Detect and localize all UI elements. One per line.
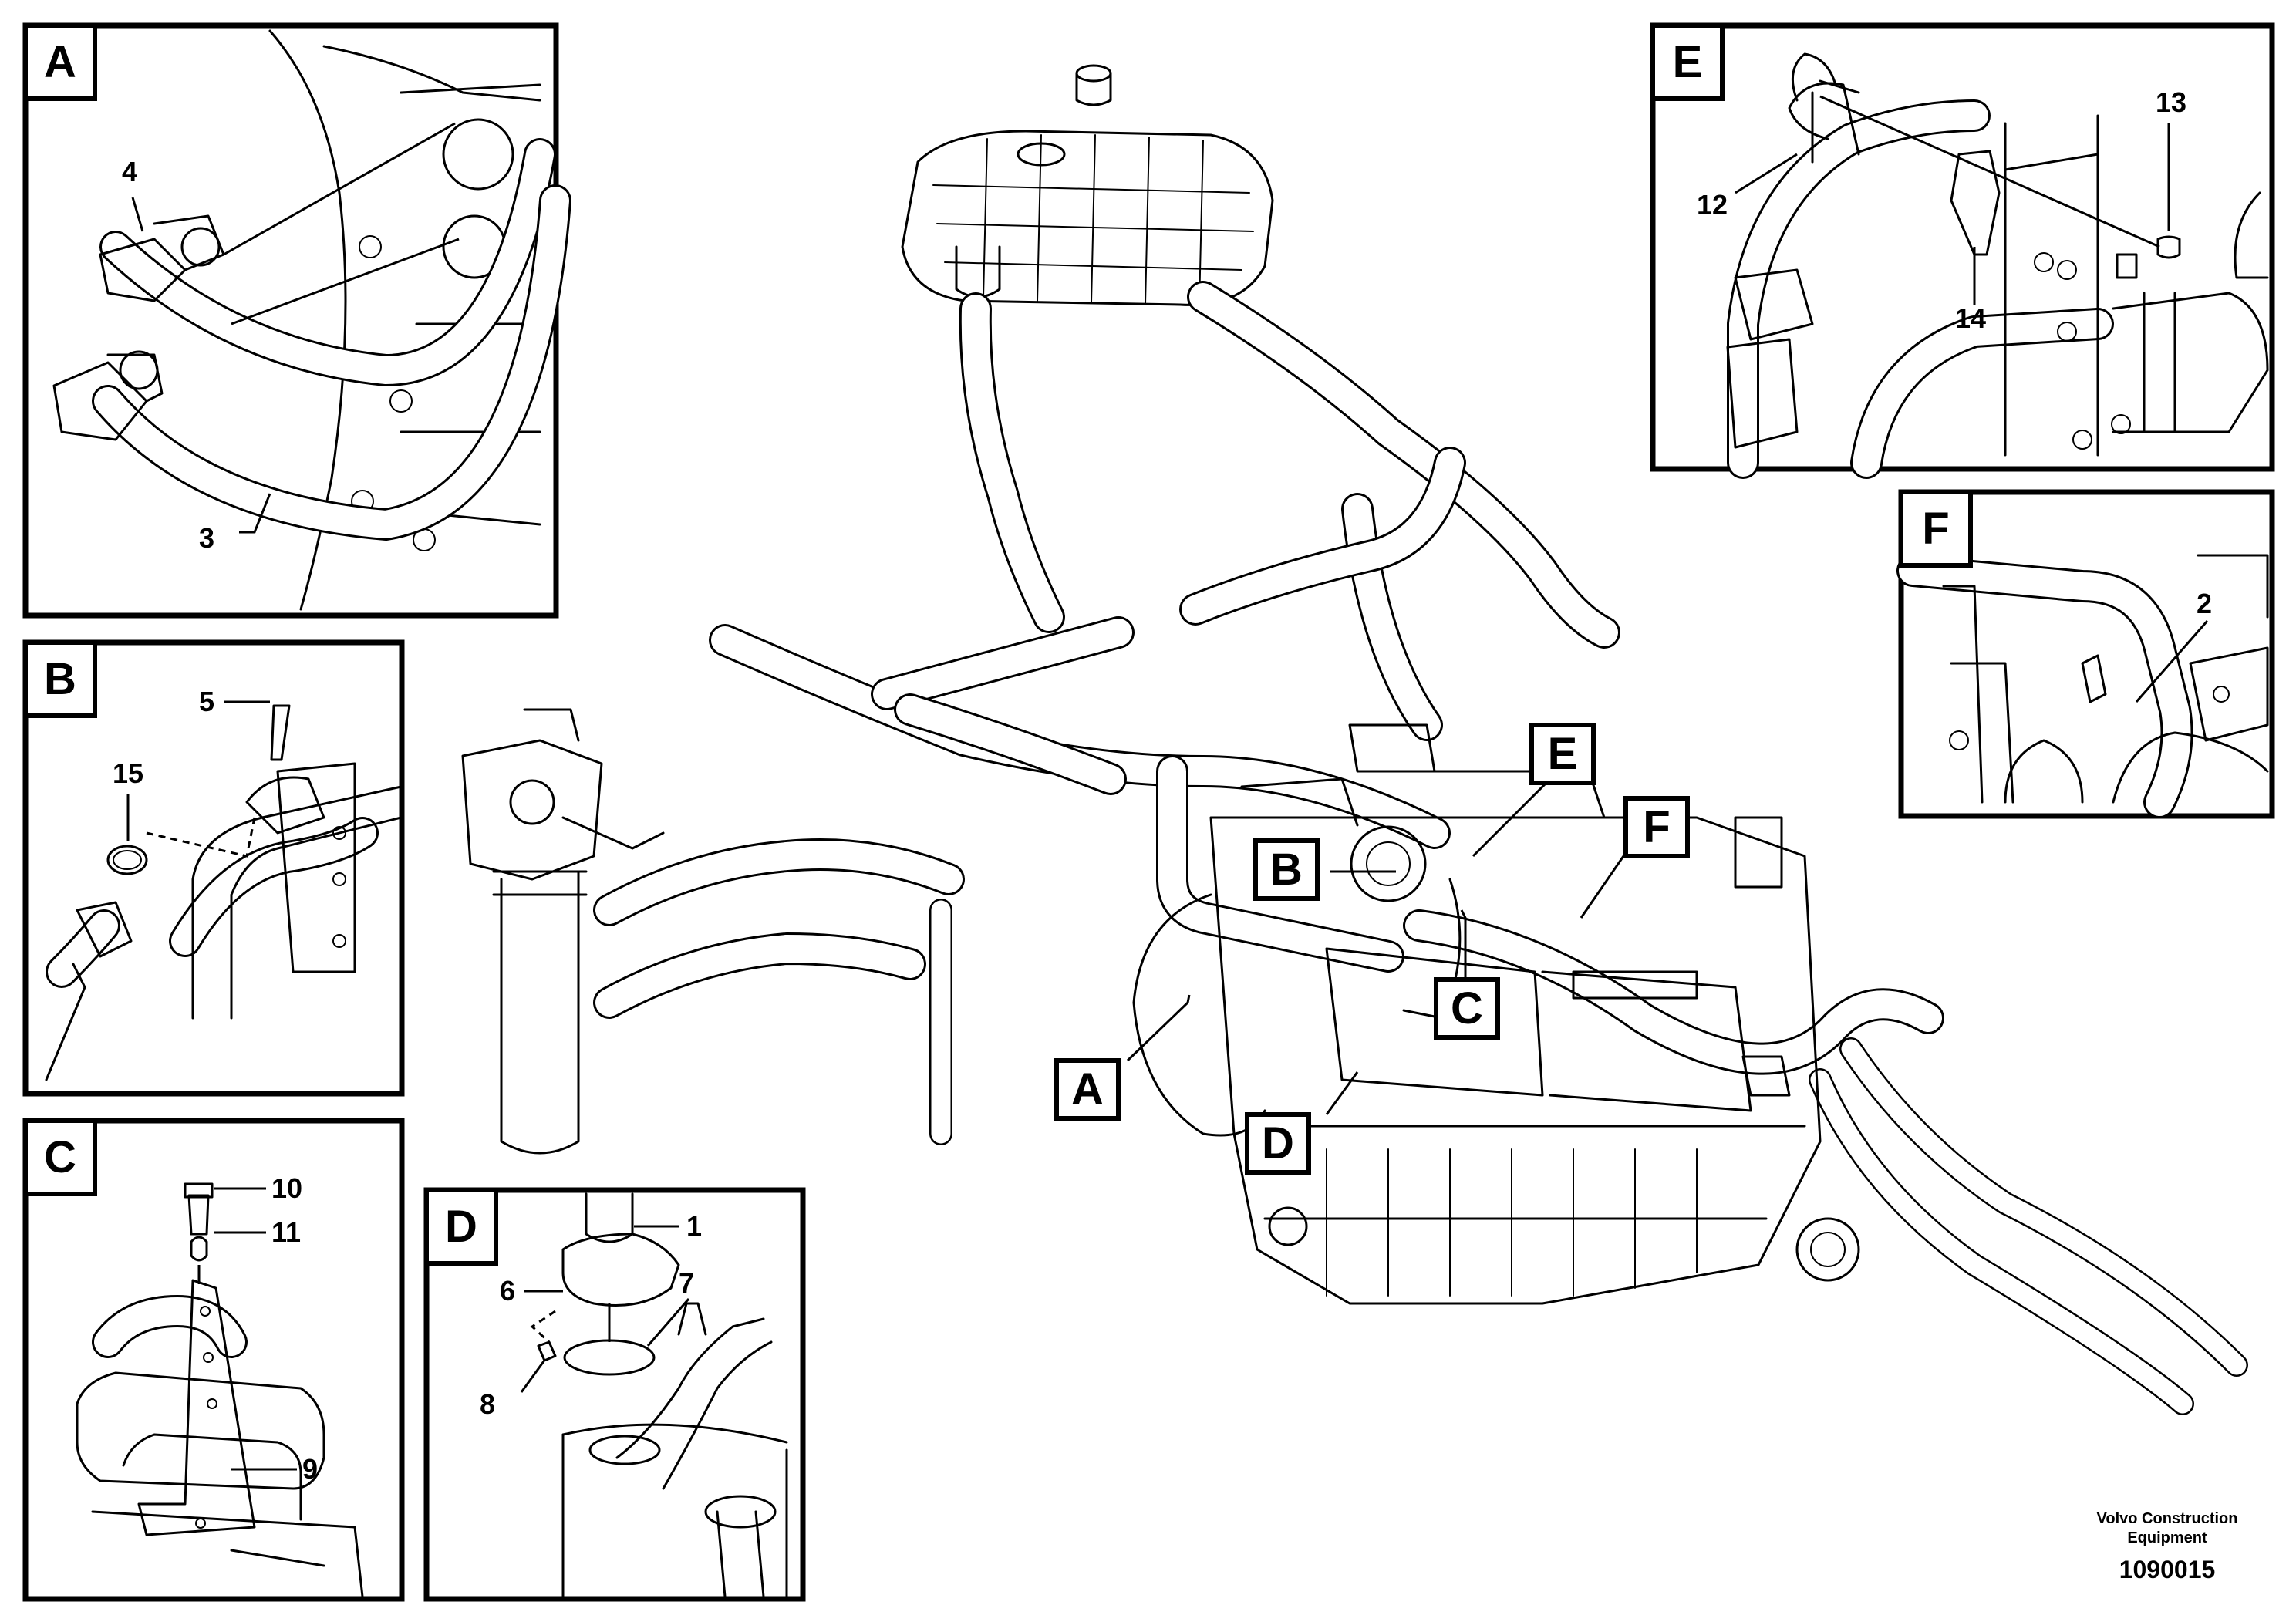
detail-d-tag — [424, 1188, 498, 1266]
part-number-14: 14 — [1955, 302, 1986, 334]
part-number-3: 3 — [199, 522, 214, 554]
detail-panel-c: C 10 11 9 — [22, 1118, 405, 1602]
part-number-1: 1 — [686, 1210, 702, 1242]
detail-e-tag-label: E — [1673, 37, 1703, 87]
detail-b-drawing — [45, 704, 403, 1081]
part-number-13: 13 — [2156, 86, 2186, 118]
part-number-6: 6 — [500, 1275, 515, 1307]
callout-b-label: B — [1270, 845, 1303, 895]
part-number-10: 10 — [271, 1172, 302, 1204]
filter-housing — [461, 708, 665, 1155]
detail-f-tag — [1899, 490, 1973, 568]
company-name-line2: Equipment — [2127, 1529, 2207, 1546]
part-number-4: 4 — [122, 156, 137, 187]
part-number-12: 12 — [1697, 189, 1728, 221]
footer: Volvo Construction Equipment 1090015 — [2097, 1510, 2238, 1583]
company-name-line1: Volvo Construction — [2097, 1510, 2238, 1527]
part-number-5: 5 — [199, 686, 214, 717]
part-number-9: 9 — [302, 1453, 318, 1485]
part-number-2: 2 — [2197, 588, 2212, 619]
callout-d-label: D — [1262, 1118, 1294, 1168]
callout-box-f[interactable] — [1623, 796, 1690, 858]
callout-f-label: F — [1643, 802, 1670, 852]
main-assembly-drawing — [461, 64, 2248, 1415]
detail-c-tag-label: C — [44, 1132, 76, 1182]
engine-block — [1132, 770, 1860, 1305]
detail-b-tag — [23, 640, 97, 718]
detail-panel-f: F 2 — [1896, 489, 2275, 819]
detail-a-drawing — [52, 29, 571, 611]
detail-c-drawing — [76, 1182, 364, 1598]
part-number-7: 7 — [679, 1267, 694, 1299]
detail-d-drawing — [530, 1192, 788, 1598]
callout-box-c[interactable] — [1434, 977, 1500, 1040]
detail-e-drawing — [1726, 52, 2269, 479]
detail-panel-d: D 1 6 7 8 — [423, 1187, 806, 1602]
detail-e-tag — [1650, 23, 1725, 101]
callout-e-label: E — [1548, 729, 1578, 779]
detail-a-tag-label: A — [44, 37, 76, 87]
expansion-tank — [901, 64, 1274, 306]
callout-box-d[interactable] — [1245, 1112, 1311, 1175]
coolant-hoses — [593, 281, 2248, 1415]
main-callouts: A B C D E F — [1054, 723, 1690, 1175]
detail-d-tag-label: D — [445, 1202, 477, 1252]
part-number-11: 11 — [271, 1216, 301, 1248]
callout-box-e[interactable] — [1529, 723, 1596, 785]
callout-c-label: C — [1451, 983, 1483, 1034]
detail-f-drawing — [1896, 554, 2269, 818]
part-number-15: 15 — [113, 757, 143, 789]
detail-c-tag — [23, 1118, 97, 1196]
callout-box-b[interactable] — [1253, 838, 1320, 901]
callout-a-label: A — [1071, 1064, 1104, 1114]
detail-f-tag-label: F — [1922, 504, 1949, 554]
part-number-8: 8 — [480, 1388, 495, 1420]
callout-box-a[interactable] — [1054, 1058, 1121, 1121]
detail-panel-b: B 5 15 — [22, 639, 405, 1097]
detail-panel-e: E 13 12 14 — [1650, 22, 2275, 479]
drawing-number: 1090015 — [2119, 1556, 2216, 1583]
detail-b-tag-label: B — [44, 654, 76, 704]
detail-a-tag — [23, 23, 97, 101]
detail-panel-a: A 4 3 — [22, 22, 571, 619]
